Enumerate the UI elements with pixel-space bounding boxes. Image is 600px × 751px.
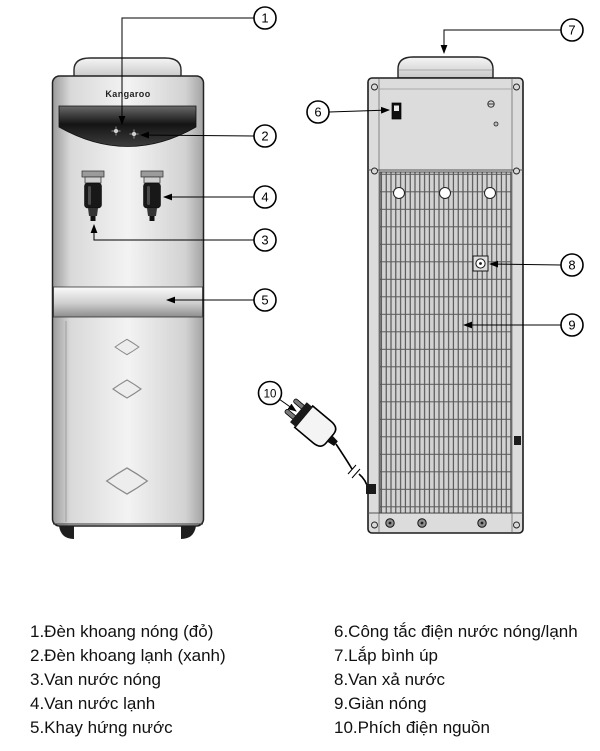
front-view: Kangaroo	[51, 57, 205, 539]
callout-1: 1	[118, 6, 277, 125]
corner-screws	[371, 83, 520, 529]
callout-2-number: 2	[261, 129, 268, 144]
back-feet	[385, 518, 487, 528]
legend-item-7: 7.Lắp bình úp	[334, 646, 438, 665]
cord-break-mark	[351, 468, 361, 479]
legend-item-6: 6.Công tắc điện nước nóng/lạnh	[334, 622, 578, 641]
callout-7-number: 7	[568, 23, 575, 38]
callout-3-number: 3	[261, 233, 268, 248]
hot-cold-indicator-panel	[58, 105, 197, 147]
diagram-canvas: Kangaroo	[51, 6, 584, 539]
cord-break-mark	[347, 464, 357, 475]
callout-5: 5	[166, 288, 277, 312]
legend-right-column: 6.Công tắc điện nước nóng/lạnh 7.Lắp bìn…	[334, 620, 578, 740]
callout-4: 4	[163, 185, 277, 209]
grille-hole-right	[484, 187, 496, 199]
legend-item-10: 10.Phích điện nguồn	[334, 718, 490, 737]
callout-10-number: 10	[264, 389, 277, 401]
power-plug	[284, 398, 338, 447]
power-cord	[335, 443, 353, 470]
callout-2: 2	[140, 124, 277, 148]
callout-7: 7	[440, 18, 584, 54]
callout-8-number: 8	[568, 258, 575, 273]
callout-1-number: 1	[261, 11, 268, 26]
panel-screw	[487, 100, 495, 108]
grille-hole-left	[393, 187, 405, 199]
brand-label: Kangaroo	[105, 89, 150, 99]
legend-item-5: 5.Khay hứng nước	[30, 718, 173, 737]
callout-9-number: 9	[568, 318, 575, 333]
condenser-grille	[379, 171, 512, 514]
cord-connector	[366, 484, 376, 494]
callout-4-number: 4	[261, 190, 268, 205]
drain-valve	[472, 255, 489, 272]
back-view	[284, 56, 524, 534]
legend-item-8: 8.Van xả nước	[334, 670, 446, 689]
callout-8: 8	[489, 253, 584, 277]
legend-item-3: 3.Van nước nóng	[30, 670, 161, 689]
legend-item-1: 1.Đèn khoang nóng (đỏ)	[30, 622, 214, 641]
callout-10: 10	[257, 380, 297, 412]
legend-item-9: 9.Giàn nóng	[334, 694, 427, 713]
hot-light-indicator	[111, 126, 121, 136]
cold-water-tap	[140, 170, 164, 221]
legend-item-2: 2.Đèn khoang lạnh (xanh)	[30, 646, 226, 665]
front-top-cap	[73, 57, 182, 78]
callouts: 1 2 4 3 5 7 6	[90, 6, 584, 412]
drip-tray-band	[53, 286, 203, 318]
legend-left-column: 1.Đèn khoang nóng (đỏ) 2.Đèn khoang lạnh…	[30, 620, 226, 740]
back-top-cap	[397, 56, 494, 79]
callout-6-number: 6	[314, 105, 321, 120]
callout-3: 3	[90, 224, 277, 252]
panel-hole	[493, 121, 499, 127]
cold-light-indicator	[129, 129, 139, 139]
hot-water-tap	[81, 170, 105, 221]
callout-5-number: 5	[261, 293, 268, 308]
front-foot-left	[59, 526, 74, 539]
cabinet-ornament-small	[114, 338, 140, 356]
power-switch	[391, 102, 402, 120]
front-foot-right	[181, 526, 196, 539]
legend-item-4: 4.Van nước lạnh	[30, 694, 156, 713]
grille-hole-middle	[439, 187, 451, 199]
side-latch	[514, 436, 521, 445]
cabinet-ornament-medium	[112, 379, 142, 399]
callout-9: 9	[463, 313, 584, 337]
callout-6: 6	[306, 100, 390, 124]
cabinet-ornament-large	[105, 467, 149, 495]
